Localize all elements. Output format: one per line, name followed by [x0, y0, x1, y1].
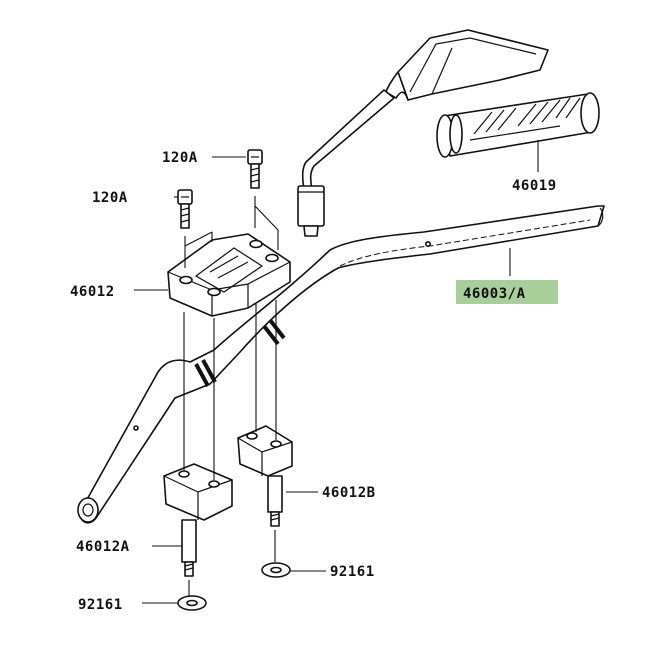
label-holder-right: 46012B: [322, 485, 376, 501]
bolt-left: [177, 189, 193, 229]
label-washer-right: 92161: [330, 564, 375, 580]
holder-right: [237, 425, 293, 527]
label-handlebar: 46003/A: [463, 286, 526, 302]
label-upper-clamp: 46012: [70, 284, 115, 300]
label-holder-left: 46012A: [76, 539, 130, 555]
holder-left: [163, 463, 233, 577]
assembly-guides: [183, 196, 279, 596]
label-bolt-upper: 120A: [162, 150, 198, 166]
grip: [436, 92, 600, 158]
washer-right: [261, 562, 291, 578]
washer-left: [177, 595, 207, 611]
handlebar: [77, 205, 605, 524]
label-grip: 46019: [512, 178, 557, 194]
label-washer-left: 92161: [78, 597, 123, 613]
upper-clamp: [167, 233, 291, 317]
leader-lines: [134, 140, 539, 604]
label-bolt-left: 120A: [92, 190, 128, 206]
mirror: [297, 29, 549, 237]
bolt-upper: [247, 149, 263, 189]
label-highlight: [456, 280, 558, 304]
